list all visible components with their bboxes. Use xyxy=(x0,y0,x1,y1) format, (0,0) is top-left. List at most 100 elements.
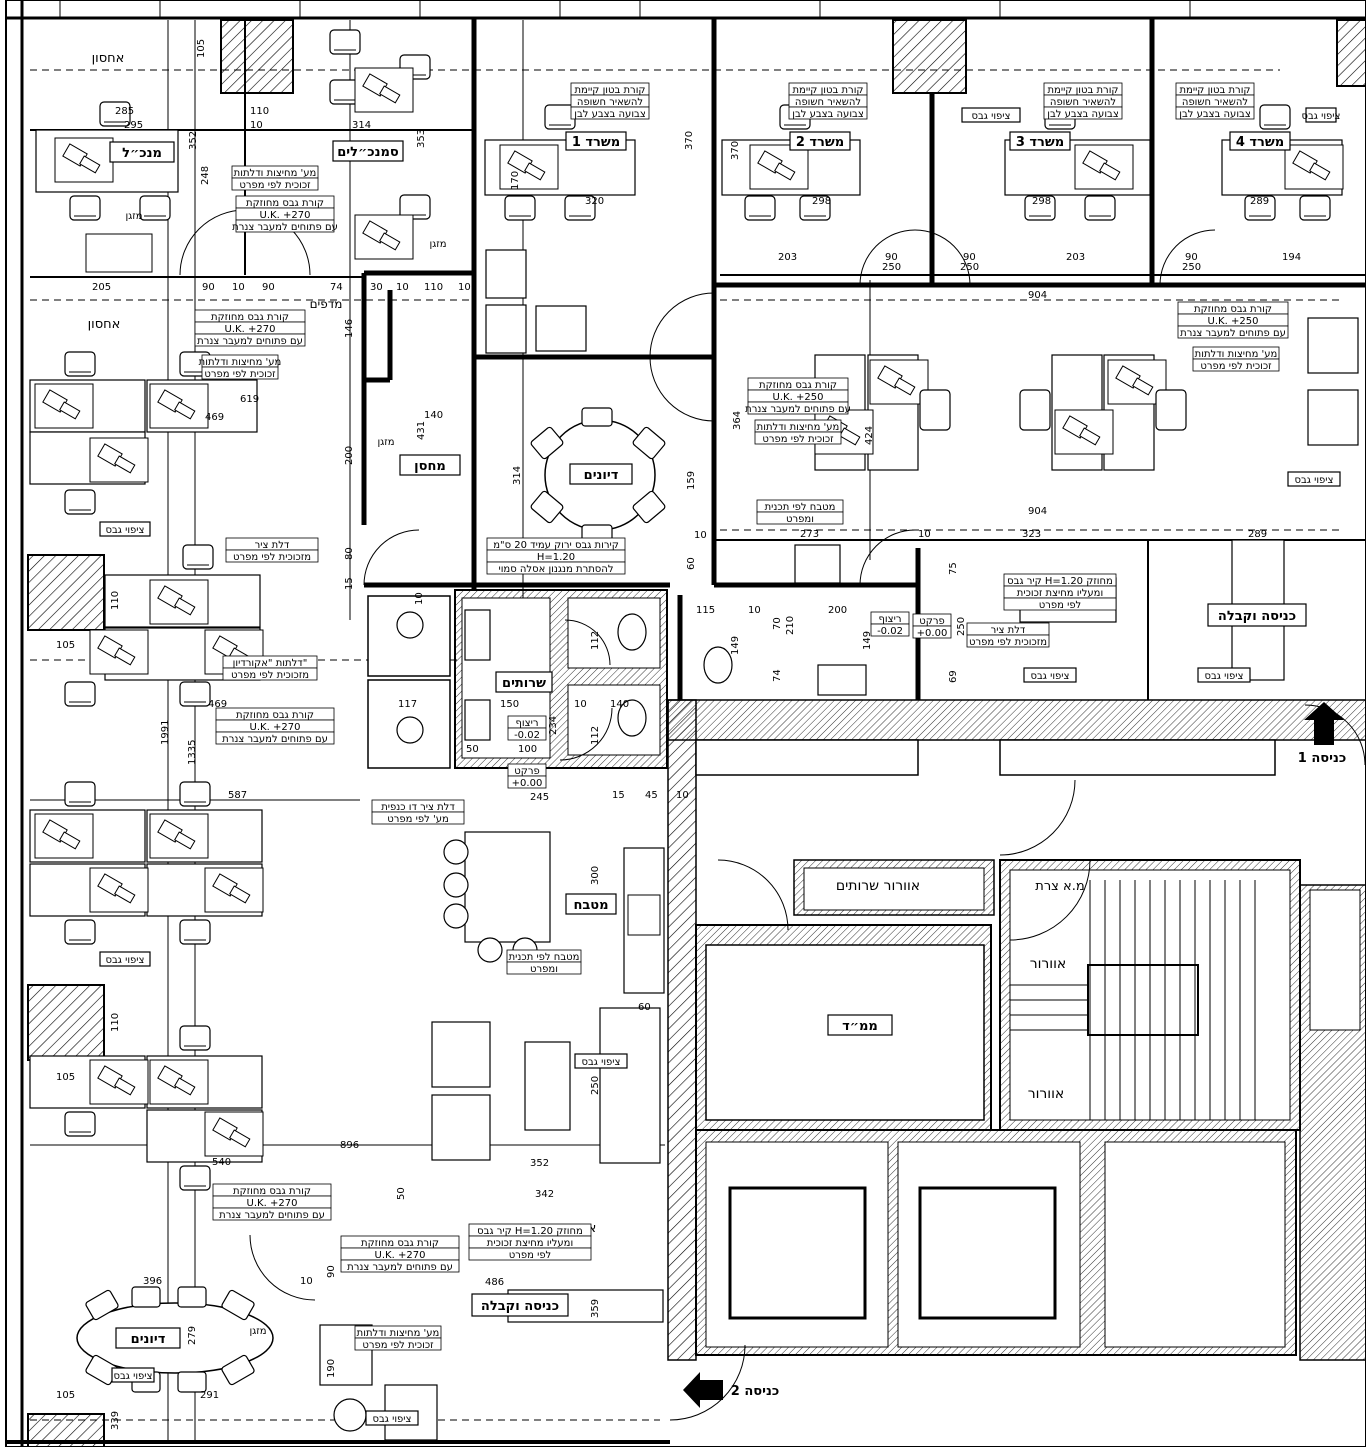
note-line: קורת גבס מחוזקת xyxy=(759,380,837,391)
note-line: ריצוף xyxy=(516,718,539,729)
note-line: U.K. +250 xyxy=(1208,316,1259,327)
svg-text:משרד 3: משרד 3 xyxy=(1016,135,1064,150)
label-vent-bottom: אוורור xyxy=(1028,1086,1065,1102)
note-line: קורת גבס מחוזקת xyxy=(233,1186,311,1197)
note-line: זכוכית לפי מפרט xyxy=(204,369,276,380)
note-line: מע' מחיצות ודלתות xyxy=(234,168,317,179)
gypsum-labels: ציפוי גבס ציפוי גבס ציפוי גבס ציפוי גבס … xyxy=(99,107,1341,1426)
note-line-box xyxy=(1177,325,1289,339)
svg-text:כניסה וקבלה: כניסה וקבלה xyxy=(1218,609,1296,624)
dim-text: 10 xyxy=(694,530,707,541)
dim-text: 115 xyxy=(696,605,715,616)
dim-text: 619 xyxy=(240,394,259,405)
dim-text: 364 xyxy=(732,411,743,430)
note-line-box xyxy=(235,219,335,233)
dim-text: 203 xyxy=(1066,252,1085,263)
note-line: U.K. +250 xyxy=(773,392,824,403)
note-line: קורת גבס מחוזקת xyxy=(1194,304,1272,315)
note-line: מזכוכית לפי מפרט xyxy=(233,552,311,563)
svg-text:ממ״ד: ממ״ד xyxy=(842,1019,878,1034)
dim-text: 159 xyxy=(686,471,697,490)
dim-text: 300 xyxy=(590,866,601,885)
note-line: U.K. +270 xyxy=(375,1250,426,1261)
structural-columns xyxy=(27,19,1366,1447)
label-vent-stair: אוורור xyxy=(1030,956,1067,972)
note-line: מע' מחיצות ודלתות xyxy=(199,357,282,368)
note-line: עם פתוחים למעבר צנרת xyxy=(197,336,303,347)
gypsum-label: ציפוי גבס xyxy=(106,525,145,536)
dim-text: 110 xyxy=(424,282,443,293)
dim-text: 352 xyxy=(530,1158,549,1169)
room-label-reception2: כניסה וקבלה xyxy=(471,1293,569,1317)
label-shelves: מדפים xyxy=(310,297,343,311)
dim-text: 146 xyxy=(344,319,355,338)
gypsum-label: ציפוי גבס xyxy=(373,1414,412,1425)
dim-text: 112 xyxy=(590,726,601,745)
note-line: לפי מפרט xyxy=(1039,600,1082,611)
dim-text: 10 xyxy=(414,592,425,605)
dim-text: 90 xyxy=(885,252,898,263)
note-line: ומעליו מחיצת זכוכית xyxy=(487,1238,573,1249)
dim-text: 140 xyxy=(424,410,443,421)
note-line: זכוכית לפי מפרט xyxy=(1200,361,1272,372)
dim-text: 424 xyxy=(864,426,875,445)
dim-text: 289 xyxy=(1248,529,1267,540)
dim-text: 250 xyxy=(960,262,979,273)
note-line: דלתות "אקורדיון" xyxy=(233,658,308,669)
dim-text: 50 xyxy=(466,744,479,755)
note-line-box xyxy=(225,549,319,563)
label-storage-left: אחסון xyxy=(88,317,121,332)
dim-text: 291 xyxy=(200,1390,219,1401)
room-labels: מנכ״ל סמנכ״לים משרד 1 משרד 2 משרד 3 משרד… xyxy=(109,131,1346,1399)
dim-text: 904 xyxy=(1028,506,1047,517)
note-line-box xyxy=(212,1207,332,1221)
note-line: קורת בטון קיימת xyxy=(792,85,863,96)
dim-text: 190 xyxy=(326,1359,337,1378)
note-line: עם פתוחים למעבר צנרת xyxy=(1180,328,1286,339)
label-ac-4: מזגן xyxy=(249,1326,266,1337)
note-line: +0.00 xyxy=(917,628,948,639)
note-box: דלתות "אקורדיון"מזכוכית לפי מפרט xyxy=(222,655,318,681)
room-label-meeting2: דיונים xyxy=(115,1327,181,1349)
plain-labels: אחסון אחסון אחסון מדפים מזגן מזגן מזגן מ… xyxy=(88,51,1341,1426)
dim-text: 60 xyxy=(638,1002,651,1013)
note-line: מע' מחיצות ודלתות xyxy=(1195,349,1278,360)
note-line-box xyxy=(966,634,1050,648)
gypsum-label: ציפוי גבס xyxy=(972,111,1011,122)
note-line: זכוכית לפי מפרט xyxy=(239,180,311,191)
note-line-box xyxy=(870,623,910,637)
dim-text: 469 xyxy=(208,699,227,710)
dim-text: 105 xyxy=(56,640,75,651)
gypsum-label: ציפוי גבס xyxy=(106,955,145,966)
note-line: קיר גבס H=1.20 מחוזק xyxy=(477,1226,583,1237)
doors xyxy=(179,209,1366,1421)
note-line: להשאיר חשופה xyxy=(1182,97,1248,108)
svg-text:כניסה וקבלה: כניסה וקבלה xyxy=(481,1299,559,1314)
dim-text: 285 xyxy=(115,106,134,117)
dim-text: 320 xyxy=(585,196,604,207)
dim-text: 342 xyxy=(535,1189,554,1200)
note-line-box xyxy=(912,625,952,639)
note-line: קירות גבס ירוק עמיד 20 ס"מ xyxy=(493,540,619,551)
dim-text: 75 xyxy=(948,562,959,575)
room-label-entrance1: כניסה 1 xyxy=(1298,751,1346,766)
note-line-box xyxy=(486,561,626,575)
note-line: מע' מחיצות ודלתות xyxy=(357,1328,440,1339)
dim-text: 50 xyxy=(396,1187,407,1200)
dim-text: 370 xyxy=(730,141,741,160)
gypsum-label: ציפוי גבס xyxy=(1302,111,1341,122)
note-box: ריצוף-0.02 xyxy=(870,611,910,637)
dim-text: 352 xyxy=(188,131,199,150)
note-line-box xyxy=(1192,358,1280,372)
dim-text: 194 xyxy=(1282,252,1301,263)
dim-text: 295 xyxy=(124,120,143,131)
